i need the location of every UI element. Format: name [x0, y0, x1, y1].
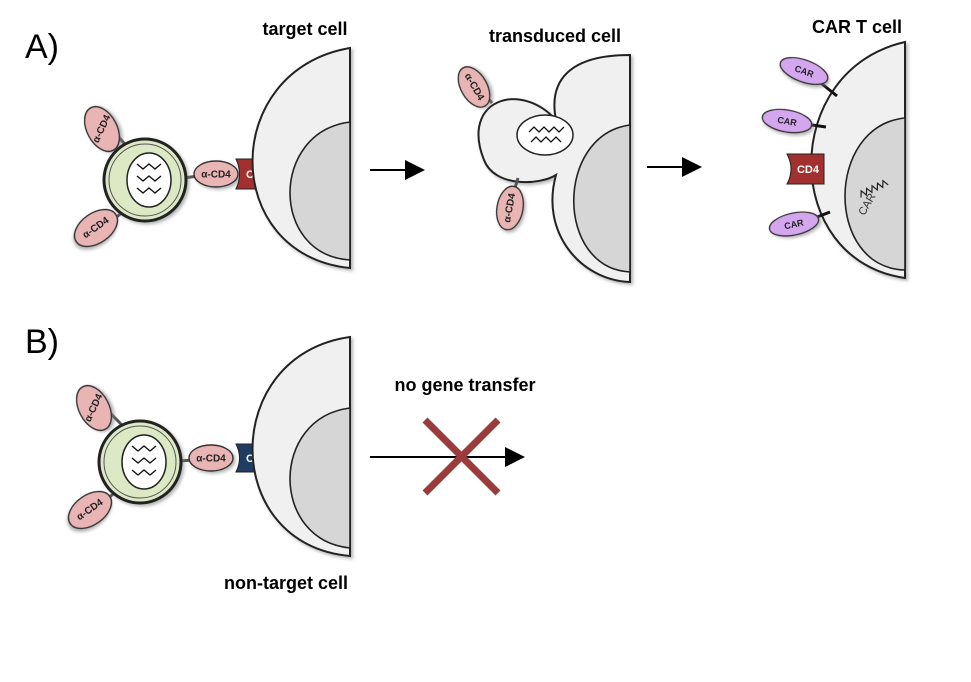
panel-b: B) α-CD4 α-CD4 α-CD4 C: [25, 323, 536, 593]
vector-rna-icon: [528, 126, 565, 143]
transduced-antibody-bottom: α-CD4: [495, 177, 525, 231]
target-cell-label: target cell: [262, 19, 347, 39]
vector-antibody-bottom: α-CD4: [67, 488, 119, 530]
non-target-cell-nucleus: [289, 407, 351, 549]
antibody-label: α-CD4: [196, 454, 226, 465]
target-cell-nucleus: [289, 121, 351, 261]
integrated-gene-icon: [860, 179, 889, 198]
vector-antibody-top: α-CD4: [83, 105, 130, 153]
antibody-label: α-CD4: [502, 192, 518, 223]
vector-particle-a: α-CD4 α-CD4 α-CD4: [73, 105, 239, 248]
non-target-cell: non-target cell: [224, 335, 351, 593]
transduced-cell-label: transduced cell: [489, 26, 621, 46]
vector-antibody-right: α-CD4: [178, 444, 234, 472]
car-t-cell-nucleus: [844, 117, 906, 271]
antibody-label: α-CD4: [201, 170, 231, 181]
panel-b-label: B): [25, 323, 59, 361]
panel-a: A) α-CD4 α-CD4 α-CD4: [25, 17, 906, 284]
vector-rna-icon: [131, 445, 157, 476]
vector-rna-icon: [136, 163, 162, 194]
vector-antibody-right: α-CD4: [183, 160, 239, 188]
vector-antibody-bottom: α-CD4: [73, 208, 126, 248]
car-receptor-2: CAR: [761, 108, 827, 134]
car-t-cell: CAR CAR CAR CD4 CAR CAR T cell: [761, 17, 906, 280]
car-receptor-3: CAR: [768, 210, 831, 237]
blocked-cross-icon: [422, 417, 501, 496]
vector-antibody-top: α-CD4: [75, 384, 124, 432]
non-target-cell-label: non-target cell: [224, 573, 348, 593]
transduced-antibody-top: α-CD4: [457, 66, 494, 108]
car-t-cell-label: CAR T cell: [812, 17, 902, 37]
vector-particle-b: α-CD4 α-CD4 α-CD4: [67, 384, 234, 530]
cd4-receptor-car-t: CD4: [786, 153, 825, 185]
car-label: CAR: [777, 115, 798, 128]
vector-core-fused: [516, 114, 574, 156]
target-cell-a: target cell: [251, 19, 351, 270]
transduced-cell-nucleus: [573, 124, 631, 273]
vector-core: [121, 434, 167, 490]
vector-core: [126, 152, 172, 208]
transduced-cell: α-CD4 α-CD4 transduced cell: [457, 26, 631, 284]
panel-a-label: A): [25, 28, 59, 66]
car-receptor-1: CAR: [779, 56, 838, 98]
car-label: CAR: [783, 217, 805, 231]
outcome-label: no gene transfer: [394, 375, 535, 395]
receptor-label: CD4: [797, 164, 820, 176]
